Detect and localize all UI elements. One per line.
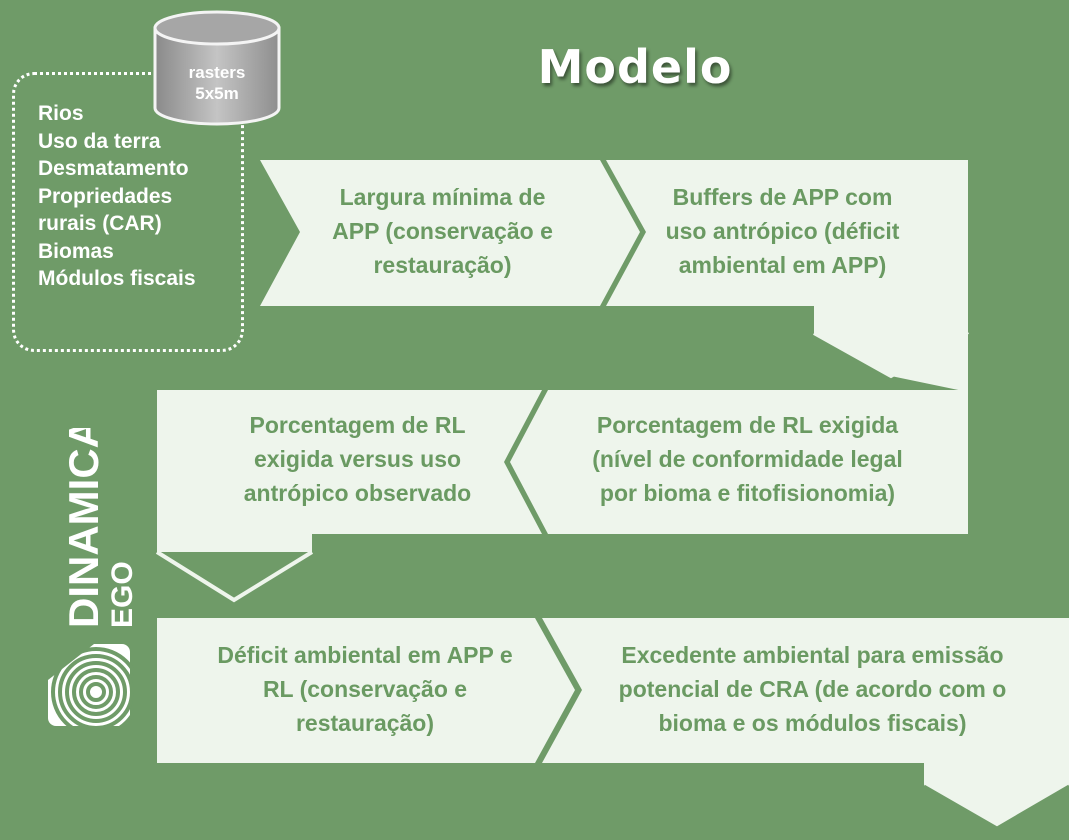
step-line: por bioma e fitofisionomia) — [599, 480, 896, 506]
step-line: Excedente ambiental para emissão — [621, 642, 1004, 668]
database-cylinder-icon — [153, 10, 281, 126]
input-item: Uso da terra — [38, 129, 161, 153]
step-6-tail — [924, 763, 1069, 828]
step-line: antrópico observado — [243, 480, 472, 506]
step-line: Déficit ambiental em APP e — [217, 642, 513, 668]
step-line: Buffers de APP com — [672, 184, 893, 210]
brand-sub: EGO — [106, 561, 139, 628]
step-5-chevron — [157, 618, 575, 763]
step-2-chevron — [606, 160, 968, 392]
step-2-text: Buffers de APP com uso antrópico (défici… — [640, 180, 925, 282]
step-line: RL (conservação e — [262, 676, 468, 702]
inputs-list: Rios Uso da terra Desmatamento Proprieda… — [38, 100, 196, 293]
step-1-text: Largura mínima de APP (conservação e res… — [300, 180, 585, 282]
input-item: rurais (CAR) — [38, 212, 162, 235]
step-4-text: Porcentagem de RL exigida versus uso ant… — [200, 408, 515, 510]
step-line: Porcentagem de RL exigida — [596, 412, 899, 438]
step-line: restauração) — [295, 710, 435, 736]
input-item: Biomas — [38, 239, 114, 263]
step-6-text: Excedente ambiental para emissão potenci… — [580, 638, 1045, 740]
step-line: Porcentagem de RL — [249, 412, 466, 438]
dinamica-ego-logo — [48, 644, 134, 730]
step-line: bioma e os módulos fiscais) — [658, 710, 967, 736]
page-title: Modelo — [537, 40, 733, 94]
step-line: potencial de CRA (de acordo com o — [618, 676, 1007, 702]
dinamica-ego-wordmark: DINAMICA EGO — [60, 428, 139, 628]
step-1-chevron — [260, 160, 640, 306]
step-3-text: Porcentagem de RL exigida (nível de conf… — [560, 408, 935, 510]
brand-name: DINAMICA — [60, 428, 107, 628]
connector-down-arrow-3 — [923, 784, 1069, 830]
step-line: APP (conservação e — [332, 218, 553, 244]
step-line: exigida versus uso — [253, 446, 462, 472]
step-line: ambiental em APP) — [678, 252, 887, 278]
step-line: Largura mínima de — [339, 184, 546, 210]
step-line: uso antrópico (déficit — [665, 218, 900, 244]
storage-label-line2: 5x5m — [195, 84, 239, 103]
connector-down-arrow-2 — [155, 550, 314, 603]
step-3-chevron — [510, 390, 968, 534]
step-5-text: Déficit ambiental em APP e RL (conservaç… — [180, 638, 550, 740]
step-line: restauração) — [373, 252, 512, 278]
inputs-box — [12, 72, 244, 352]
storage-label-line1: rasters — [188, 63, 246, 82]
connector-down-arrow-1 — [813, 330, 969, 379]
step-6-chevron — [542, 618, 1069, 763]
step-4-chevron — [157, 390, 542, 552]
storage-label: rasters 5x5m — [150, 62, 284, 104]
step-line: (nível de conformidade legal — [592, 446, 903, 472]
input-item: Propriedades — [38, 184, 173, 208]
input-item: Módulos fiscais — [38, 267, 196, 290]
input-item: Rios — [38, 102, 84, 125]
input-item: Desmatamento — [38, 157, 189, 180]
